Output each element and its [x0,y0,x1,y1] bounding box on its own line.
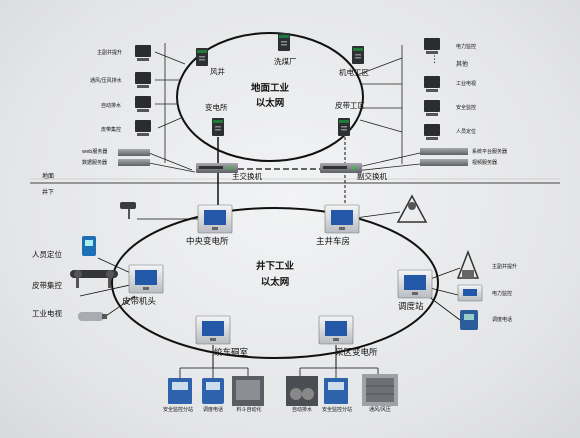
left-ug-label-2: 工业电视 [32,309,62,318]
hoist-tower-device [456,249,480,279]
right-device-label-2: 工业电视 [456,81,477,87]
left-device-label-1: 通风/压风排水 [90,78,122,84]
station-district-substation [318,315,354,345]
right-workstations [424,38,440,140]
node-pidai: 皮带工区 [335,101,365,110]
right-ug-label-2: 调度电话 [492,317,513,323]
right-device-label-4: 人员定位 [456,129,477,135]
bottom-right-label-0: 自动排水 [291,407,313,413]
bottom-device-right-3 [362,374,398,406]
right-ug-label-0: 主副井提升 [492,264,518,270]
bottom-right-label-2: 通风/风压 [369,407,391,413]
underground-ring-title-1: 井下工业 [255,261,295,272]
power-monitor-device [457,284,483,302]
left-ug-label-1: 皮带集控 [32,281,62,290]
surface-ring-title-2: 以太网 [255,98,285,109]
node-biandiansuo: 变电所 [205,103,228,112]
belt-conveyor-device [70,270,118,288]
node-jidian: 机电工区 [339,68,369,77]
node-fengjing: 风井 [210,67,225,76]
underground-ring-title-2: 以太网 [260,277,290,288]
right-device-ellipsis: ⋮ [430,55,439,65]
right-device-label-0: 电力监控 [456,44,477,50]
right-device-label-6: 视频服务器 [472,160,498,166]
surface-ring-title-1: 地面工业 [250,83,290,94]
bottom-device-left-1 [168,378,192,404]
station-label-dispatch: 调度站 [398,302,424,312]
right-device-label-1: 其他 [456,61,469,68]
bottom-left-label-1: 调度电话 [202,407,224,413]
left-device-label-2: 自动排水 [101,103,122,109]
station-dispatch [397,269,433,299]
surface-switch-biandiansuo [212,118,224,136]
surface-switch-fengjing [196,48,208,66]
bottom-device-left-2 [202,378,224,404]
right-ug-label-1: 电力监控 [492,291,513,297]
bottom-left-label-0: 安全监控分站 [162,407,194,413]
station-label-winch: 绞车硐室 [214,348,249,358]
left-device-label-5: 数据服务器 [82,160,108,166]
underground-label: 井下 [42,189,55,196]
left-servers [118,149,150,166]
left-device-label-4: web服务器 [82,149,108,155]
left-device-label-0: 主副井提升 [97,50,123,56]
station-winch-chamber [195,315,231,345]
surface-ring [176,32,364,162]
backup-switch-device [320,163,362,173]
station-label-belt-head: 皮带机头 [122,297,157,307]
node-ximeichang: 洗煤厂 [274,57,297,66]
surface-switch-ximeichang [278,33,290,51]
dispatch-phone-device [460,310,478,330]
left-workstations [135,45,151,136]
main-switch-device [196,163,238,173]
left-ug-label-0: 人员定位 [32,250,62,259]
bottom-device-left-3 [232,376,264,406]
main-switch-label: 主交换机 [232,172,262,181]
backup-switch-label: 副交换机 [357,172,387,181]
underground-ring [111,207,439,359]
industrial-tv-camera [78,312,107,321]
left-device-label-3: 皮带集控 [101,127,122,133]
station-main-shaft-hoist [324,204,360,234]
right-device-label-5: 系统平台服务器 [472,149,508,155]
surface-switch-pidai [338,118,350,136]
station-central-substation [197,204,233,234]
bottom-device-right-2 [324,378,348,404]
camera-device-top [120,202,136,219]
surface-switch-jidian [352,46,364,64]
station-label-district-substation: 采区变电所 [335,348,378,358]
ground-label: 地面 [42,173,55,180]
bottom-left-label-2: 料斗自动化 [236,407,262,413]
station-label-main-shaft: 主井车房 [316,237,351,247]
right-servers [420,148,468,166]
bottom-device-right-1 [286,376,318,406]
station-belt-head [128,264,164,294]
hoist-device-top [396,194,428,223]
station-label-central-substation: 中央变电所 [186,237,229,247]
right-device-label-3: 安全监控 [456,105,477,111]
personnel-locator-device [82,236,96,256]
bottom-right-label-1: 安全监控分站 [321,407,353,413]
